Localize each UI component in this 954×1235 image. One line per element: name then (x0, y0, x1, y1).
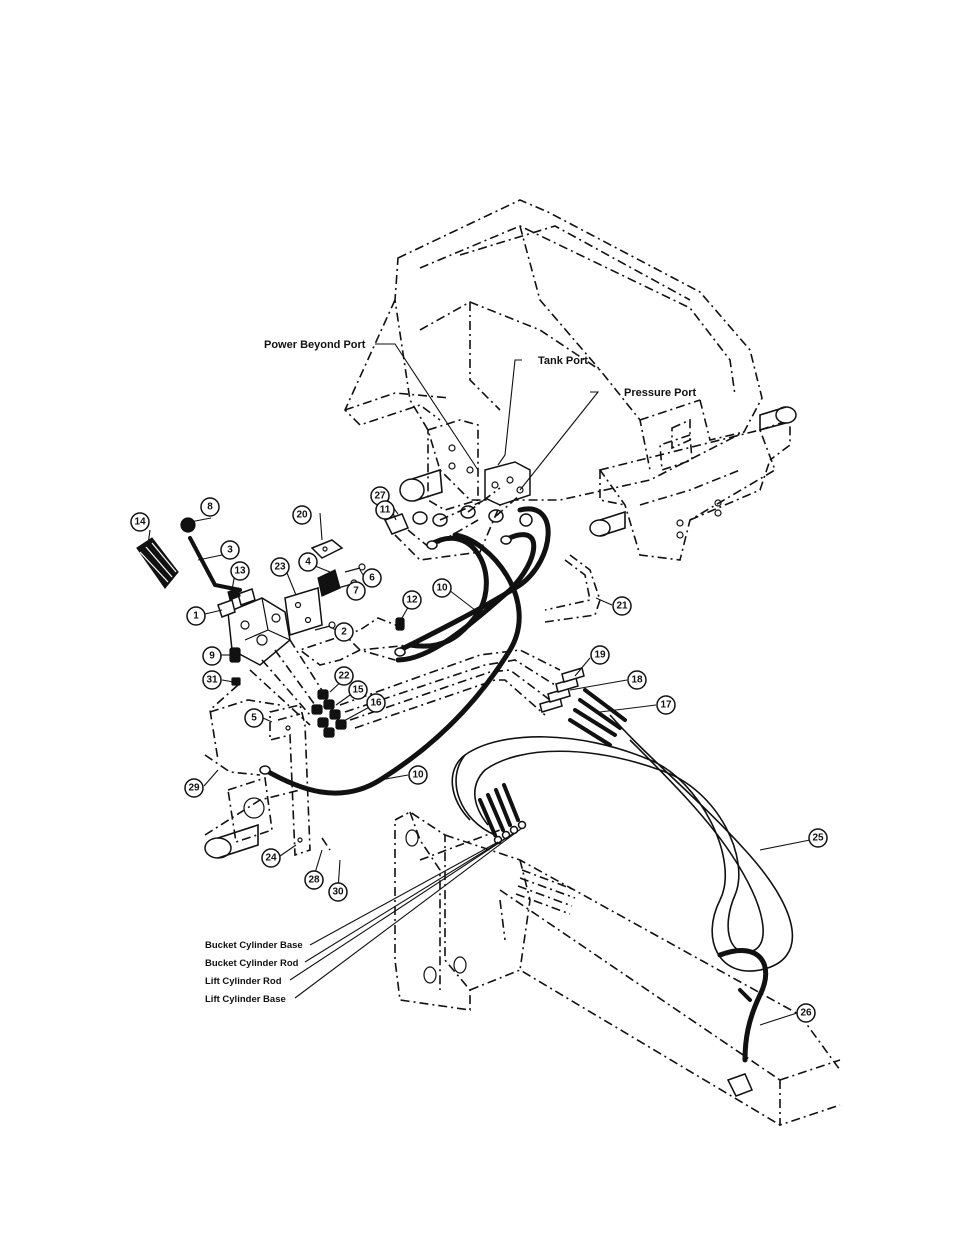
callout-26: 26 (797, 1004, 815, 1022)
svg-text:31: 31 (206, 675, 218, 686)
callout-22: 22 (335, 667, 353, 685)
svg-text:29: 29 (188, 783, 200, 794)
svg-text:17: 17 (660, 700, 672, 711)
tank-port-label: Tank Port (538, 355, 588, 367)
callout-2: 2 (335, 623, 353, 641)
power-beyond-port-label: Power Beyond Port (264, 339, 366, 351)
svg-text:28: 28 (308, 875, 320, 886)
callout-18: 18 (628, 671, 646, 689)
svg-text:19: 19 (594, 650, 606, 661)
callout-3: 3 (221, 541, 239, 559)
callout-23: 23 (271, 558, 289, 576)
svg-text:14: 14 (134, 517, 146, 528)
bucket-cylinder-base-label: Bucket Cylinder Base (205, 940, 303, 951)
port-labels: Power Beyond Port Tank Port Pressure Por… (264, 339, 696, 399)
callout-20: 20 (293, 506, 311, 524)
bucket-cylinder-rod-label: Bucket Cylinder Rod (205, 958, 299, 969)
callout-19: 19 (591, 646, 609, 664)
svg-text:26: 26 (800, 1008, 812, 1019)
svg-text:18: 18 (631, 675, 643, 686)
callout-6: 6 (363, 569, 381, 587)
svg-text:2: 2 (341, 627, 347, 638)
callout-17: 17 (657, 696, 675, 714)
lift-cylinder-base-label: Lift Cylinder Base (205, 994, 286, 1005)
hose-labels: Bucket Cylinder Base Bucket Cylinder Rod… (205, 940, 303, 1005)
svg-text:5: 5 (251, 713, 257, 724)
hydraulic-hoses (260, 509, 548, 793)
tractor-body (345, 200, 796, 560)
svg-text:11: 11 (380, 505, 391, 516)
loader-frame (395, 812, 840, 1125)
callout-8: 8 (201, 498, 219, 516)
svg-text:20: 20 (296, 510, 308, 521)
coupler-bundle (452, 668, 792, 1060)
assembly-paths (205, 488, 600, 914)
svg-text:22: 22 (338, 671, 350, 682)
callout-21: 21 (613, 597, 631, 615)
svg-text:9: 9 (209, 651, 215, 662)
svg-text:4: 4 (305, 557, 311, 568)
support-bracket (205, 705, 310, 858)
callout-28: 28 (305, 871, 323, 889)
svg-text:8: 8 (207, 502, 213, 513)
callout-25: 25 (809, 829, 827, 847)
callout-31: 31 (203, 671, 221, 689)
callout-30: 30 (329, 883, 347, 901)
callout-10-lower: 10 (409, 766, 427, 784)
callout-29: 29 (185, 779, 203, 797)
svg-text:10: 10 (412, 770, 424, 781)
callout-7: 7 (347, 582, 365, 600)
svg-text:23: 23 (274, 562, 286, 573)
pressure-port-label: Pressure Port (624, 387, 696, 399)
callout-9: 9 (203, 647, 221, 665)
svg-text:7: 7 (353, 586, 359, 597)
callout-4: 4 (299, 553, 317, 571)
callout-1: 1 (187, 607, 205, 625)
callout-16: 16 (367, 694, 385, 712)
svg-text:1: 1 (193, 611, 199, 622)
svg-text:13: 13 (234, 566, 246, 577)
callout-10-upper: 10 (433, 579, 451, 597)
callout-12: 12 (403, 591, 421, 609)
svg-text:25: 25 (812, 833, 824, 844)
svg-text:21: 21 (616, 601, 628, 612)
svg-text:6: 6 (369, 573, 375, 584)
svg-text:16: 16 (370, 698, 382, 709)
callout-14: 14 (131, 513, 149, 531)
svg-text:30: 30 (332, 887, 344, 898)
svg-text:10: 10 (436, 583, 448, 594)
callout-5: 5 (245, 709, 263, 727)
lift-cylinder-rod-label: Lift Cylinder Rod (205, 976, 282, 987)
callout-11: 11 (376, 501, 394, 519)
callout-15: 15 (349, 681, 367, 699)
svg-text:15: 15 (352, 685, 364, 696)
svg-text:3: 3 (227, 545, 233, 556)
callout-24: 24 (262, 849, 280, 867)
svg-text:24: 24 (265, 853, 277, 864)
svg-text:12: 12 (406, 595, 418, 606)
svg-text:27: 27 (374, 491, 386, 502)
leader-lines (148, 344, 810, 1025)
callout-13: 13 (231, 562, 249, 580)
